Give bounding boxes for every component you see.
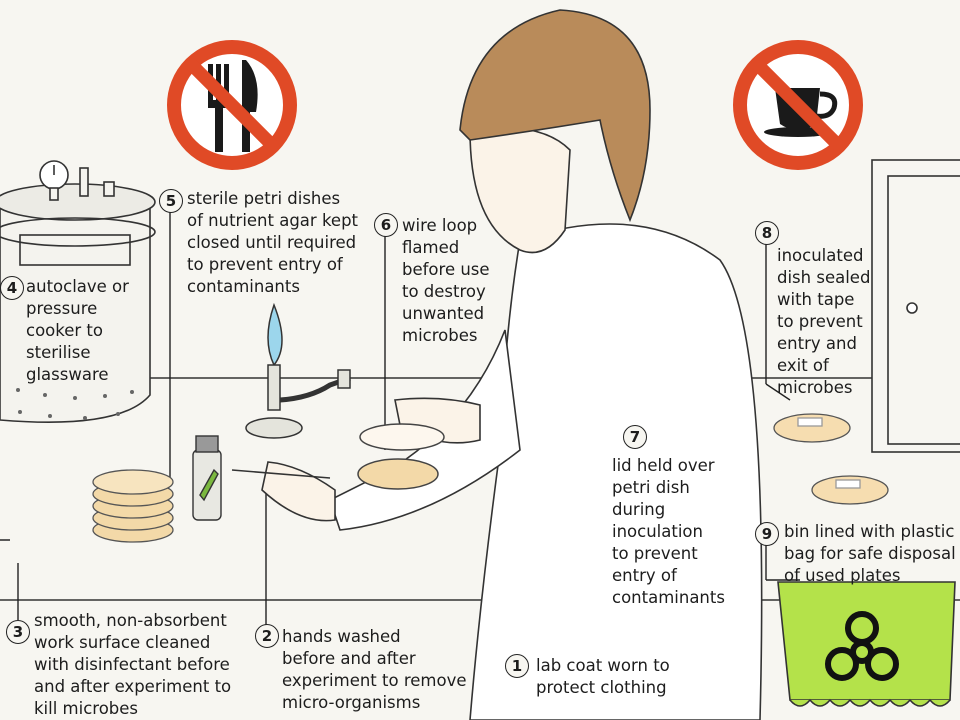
no-eating-sign-icon — [167, 40, 297, 170]
label-wire-loop: wire loop flamed before use to destroy u… — [402, 216, 490, 345]
label-number-7: 7 — [623, 425, 647, 449]
label-number-6: 6 — [374, 213, 398, 237]
no-drinking-sign-icon — [733, 40, 863, 170]
bunsen-burner — [245, 302, 351, 439]
biohazard-icon — [825, 611, 899, 681]
label-hands-washed: hands washed before and after experiment… — [282, 627, 467, 712]
label-number-3: 3 — [6, 620, 30, 644]
label-autoclave: autoclave or pressure cooker to sterilis… — [26, 277, 129, 384]
petri-dish-and-lid — [357, 423, 445, 490]
label-sterile-petri-dishes: sterile petri dishes of nutrient agar ke… — [187, 189, 359, 296]
label-bin: bin lined with plastic bag for safe disp… — [784, 522, 956, 585]
label-number-4: 4 — [0, 276, 24, 300]
sealed-petri-dishes — [773, 413, 889, 505]
label-lid-held: lid held over petri dish during inoculat… — [612, 456, 725, 607]
scientist-illustration — [231, 9, 763, 720]
label-inoculated-dish: inoculated dish sealed with tape to prev… — [777, 246, 871, 397]
biohazard-bin — [777, 581, 956, 707]
label-number-8: 8 — [755, 221, 779, 245]
autoclave-illustration — [0, 160, 156, 424]
cupboard — [871, 159, 960, 453]
label-number-2: 2 — [255, 624, 279, 648]
label-number-5: 5 — [159, 189, 183, 213]
petri-dish-stack — [92, 469, 174, 543]
label-lab-coat: lab coat worn to protect clothing — [536, 656, 670, 697]
label-work-surface: smooth, non-absorbent work surface clean… — [34, 611, 232, 718]
label-number-1: 1 — [505, 654, 529, 678]
label-number-9: 9 — [755, 522, 779, 546]
culture-bottle — [192, 435, 222, 521]
